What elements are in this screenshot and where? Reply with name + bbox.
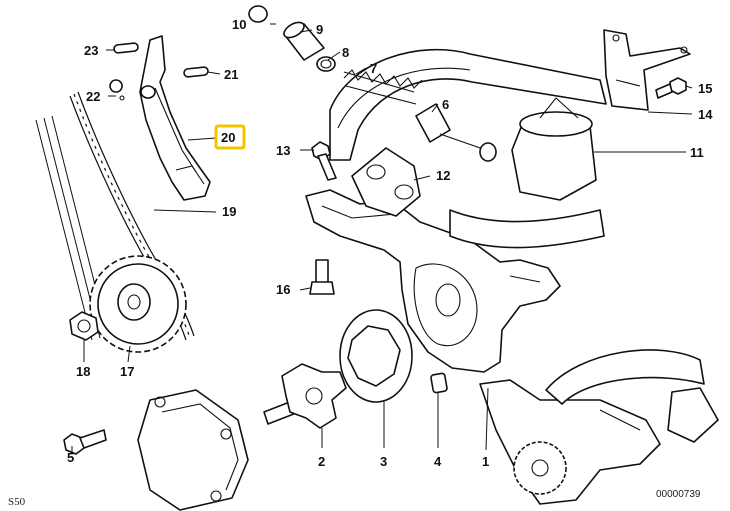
bracket-14 (603, 29, 691, 111)
label-17: 17 (120, 364, 134, 379)
strainer-11 (511, 97, 597, 201)
label-15: 15 (698, 81, 712, 96)
bolt-5 (63, 429, 107, 455)
label-23: 23 (84, 43, 98, 58)
label-3: 3 (380, 454, 387, 469)
label-2: 2 (318, 454, 325, 469)
highlight-box (214, 124, 246, 150)
label-7: 7 (370, 61, 377, 76)
outer-rotor (339, 309, 413, 403)
label-16: 16 (276, 282, 290, 297)
assembled-pump (479, 349, 719, 505)
spring-7 (343, 69, 423, 105)
bolt-15 (655, 77, 687, 99)
label-18: 18 (76, 364, 90, 379)
label-20: 20 (221, 130, 235, 145)
bolt-13 (311, 141, 337, 181)
label-6: 6 (442, 97, 449, 112)
label-4: 4 (434, 454, 442, 469)
label-1: 1 (482, 454, 489, 469)
pin-23 (113, 42, 139, 54)
label-9: 9 (316, 22, 323, 37)
label-11: 11 (690, 145, 704, 160)
label-21: 21 (224, 67, 238, 82)
nut-18 (69, 311, 99, 341)
footer-drawing-number: 00000739 (656, 489, 701, 500)
sprocket (89, 255, 187, 353)
pin-21 (183, 66, 209, 78)
ring-8 (316, 56, 336, 72)
sleeve-4 (430, 372, 448, 394)
label-5: 5 (67, 450, 74, 465)
label-12: 12 (436, 168, 450, 183)
footer-left-code: S50 (8, 496, 26, 508)
pump-shaft (263, 363, 347, 429)
circlip-10 (248, 5, 268, 23)
cover-plate (137, 389, 249, 511)
label-14: 14 (698, 107, 713, 122)
leader-lines (71, 23, 693, 452)
gasket-12 (351, 147, 421, 217)
label-19: 19 (222, 204, 236, 219)
label-8: 8 (342, 45, 349, 60)
pump-housing (305, 189, 561, 373)
piston-6 (415, 103, 497, 162)
suction-pipe-upper (329, 48, 607, 249)
sleeve-9 (283, 21, 325, 61)
label-22: 22 (86, 89, 100, 104)
callout-labels: 10 9 8 7 6 23 21 22 20 19 13 12 11 15 14… (67, 17, 713, 469)
label-13: 13 (276, 143, 290, 158)
label-10: 10 (232, 17, 246, 32)
circlip-22 (109, 79, 125, 101)
bolt-16 (309, 259, 335, 295)
tensioner-rail (139, 35, 211, 201)
